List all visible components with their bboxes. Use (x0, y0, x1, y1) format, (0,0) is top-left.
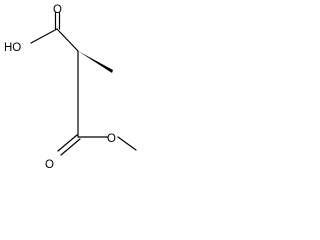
bond-c4-o-double-a (57, 134, 78, 152)
atom-label-ho: HO (4, 42, 21, 54)
bond-c4-o-double-b (60, 138, 81, 156)
molecule-structure: HO O O O (4, 4, 137, 171)
bond-c1-oh (30, 28, 58, 44)
atom-label-carbonyl-o: O (53, 4, 62, 16)
bond-c1-c2 (56, 28, 79, 52)
atom-label-ester-carbonyl-o: O (45, 159, 54, 171)
atom-label-ester-o: O (107, 133, 116, 145)
bond-ester-o-methyl (117, 136, 137, 151)
wedge-bond-methyl (78, 51, 113, 73)
